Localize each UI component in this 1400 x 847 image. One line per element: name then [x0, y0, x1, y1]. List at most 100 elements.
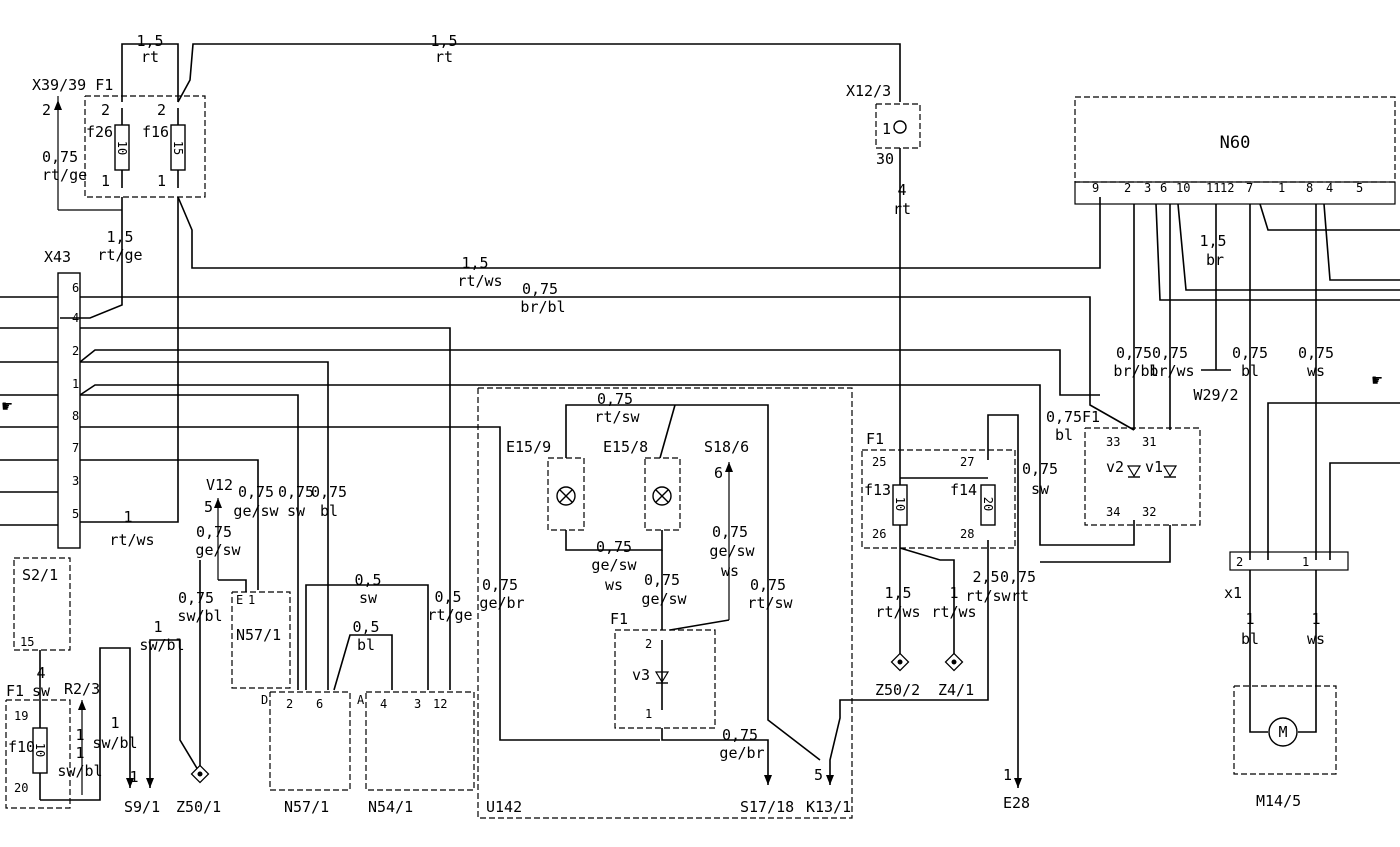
- v12-area: V12 5 0,75 ge/sw 0,75 ge/sw 0,75 sw 0,75…: [195, 476, 347, 689]
- pin-label: 4: [380, 697, 387, 711]
- pin-label: 32: [1142, 505, 1156, 519]
- wire-label: 1: [153, 618, 162, 636]
- wire-label: 0,75: [238, 483, 274, 501]
- pin-label: 5: [814, 766, 823, 784]
- wire-label: 1,5: [461, 254, 488, 272]
- wire-label: 1: [75, 744, 84, 762]
- wire-label: 0,75: [596, 538, 632, 556]
- fuse-block-x39: X39/39 F1 2 0,75 rt/ge 2 f26 10 1 2 f16 …: [32, 76, 206, 211]
- pin-label: 15: [20, 635, 34, 649]
- pin-label: 20: [14, 781, 28, 795]
- wire-label: rt/ge: [42, 166, 87, 184]
- wire-label: sw/bl: [177, 607, 222, 625]
- wire-label: 4: [36, 664, 45, 682]
- component-label: Z50/1: [176, 798, 221, 816]
- wire-label: 0,75: [1232, 344, 1268, 362]
- pin-label: 2: [42, 101, 51, 119]
- wire-label: ge/sw: [195, 541, 241, 559]
- fuse-rating: 10: [115, 141, 129, 155]
- pin-label: 5: [1356, 181, 1363, 195]
- wire-label: bl: [1241, 630, 1259, 648]
- pointer-hand-icon: ☛: [1372, 371, 1382, 391]
- wire-label: 1: [123, 508, 132, 526]
- module-u142: U142 0,75 rt/sw E15/9 E15/8 0,75 ge/sw w…: [477, 387, 989, 819]
- left-bottom-area: S2/1 15 4 sw F1 19 f10 10 20 R2/3 1 1 sw…: [5, 557, 223, 816]
- pin-label: 26: [872, 527, 886, 541]
- wire-label: 0,75: [644, 571, 680, 589]
- pin-label: 30: [876, 150, 894, 168]
- pin-label: E: [236, 593, 243, 607]
- wire-label: 0,75: [712, 523, 748, 541]
- wire-label: 0,75: [311, 483, 347, 501]
- wire-label: bl: [357, 636, 375, 654]
- component-label: W29/2: [1193, 386, 1238, 404]
- wire-label: 0,75: [750, 576, 786, 594]
- component-label: F1: [610, 610, 628, 628]
- wire-label: rt/ws: [457, 272, 502, 290]
- component-label: X12/3: [846, 82, 891, 100]
- pin-label: 2: [645, 637, 652, 651]
- pin-label: 2: [286, 697, 293, 711]
- component-label: x1: [1224, 584, 1242, 602]
- component-label: X39/39 F1: [32, 76, 113, 94]
- motor-icon: M: [1278, 723, 1287, 741]
- wire-label: 0,75: [278, 483, 314, 501]
- wire-label: 1: [110, 714, 119, 732]
- fuse-rating: 20: [981, 497, 995, 511]
- wire-label: ge/br: [719, 744, 764, 762]
- wire-label: ws: [605, 576, 623, 594]
- n57-n54-area: 0,5 sw 0,5 bl 0,5 rt/ge D 2 6 N57/1 A 4 …: [261, 571, 475, 816]
- pin-label: 5: [204, 498, 213, 516]
- wire-label: rt: [1011, 587, 1029, 605]
- top-wires: 1,5 rt 1,5 rt: [121, 32, 901, 103]
- wire-label: ge/sw: [591, 556, 637, 574]
- pin-label: 8: [72, 409, 79, 423]
- wire-label: rt: [141, 48, 159, 66]
- wire-label: br/ws: [1149, 362, 1194, 380]
- pin-label: 2: [1124, 181, 1131, 195]
- component-label: S2/1: [22, 566, 58, 584]
- component-label: U142: [486, 798, 522, 816]
- component-label: F1: [866, 430, 884, 448]
- pin-label: 9: [1092, 181, 1099, 195]
- component-label: E28: [1003, 794, 1030, 812]
- pin-label: 1: [248, 593, 255, 607]
- wire-label: sw: [287, 502, 306, 520]
- module-n60: N60 9 2 3 6 10 11 12 7 1 8 4 5 1,5 br W2…: [1074, 96, 1400, 560]
- pin-label: 1: [72, 377, 79, 391]
- fuse-label: f10: [8, 738, 35, 756]
- component-label: K13/1: [806, 798, 851, 816]
- fuse-down-wires: 1,5 rt/ge 1,5 rt/ws: [60, 196, 1101, 523]
- wire-label: 0,5: [352, 618, 379, 636]
- pin-label: 1: [882, 120, 891, 138]
- wire-label: br/bl: [520, 298, 565, 316]
- fuse-rating: 10: [893, 497, 907, 511]
- connector-x12: X12/3 1 30 4 rt: [846, 82, 921, 460]
- wire-label: 0,75: [1298, 344, 1334, 362]
- wire-label: 0,75: [722, 726, 758, 744]
- fuse-rating: 15: [171, 141, 185, 155]
- diode-label: v1: [1145, 458, 1163, 476]
- pin-label: 1: [645, 707, 652, 721]
- component-label: X43: [44, 248, 71, 266]
- wire-label: bl: [320, 502, 338, 520]
- wire-label: 0,75: [1046, 408, 1082, 426]
- pin-label: 28: [960, 527, 974, 541]
- pin-label: 3: [72, 474, 79, 488]
- pin-label: 8: [1306, 181, 1313, 195]
- pin-label: 6: [72, 281, 79, 295]
- wire-label: rt/ws: [875, 603, 920, 621]
- pin-label: 1: [129, 768, 138, 786]
- pin-label: 6: [316, 697, 323, 711]
- wire-label: rt/ws: [931, 603, 976, 621]
- diode-label: v2: [1106, 458, 1124, 476]
- pin-label: 2: [157, 101, 166, 119]
- wire-label: rt/sw: [965, 587, 1011, 605]
- pin-label: D: [261, 693, 268, 707]
- pin-label: 2: [101, 101, 110, 119]
- pin-label: 4: [72, 311, 79, 325]
- pin-label: 25: [872, 455, 886, 469]
- pointer-hand-icon: ☛: [2, 397, 12, 417]
- pin-label: 1: [1003, 766, 1012, 784]
